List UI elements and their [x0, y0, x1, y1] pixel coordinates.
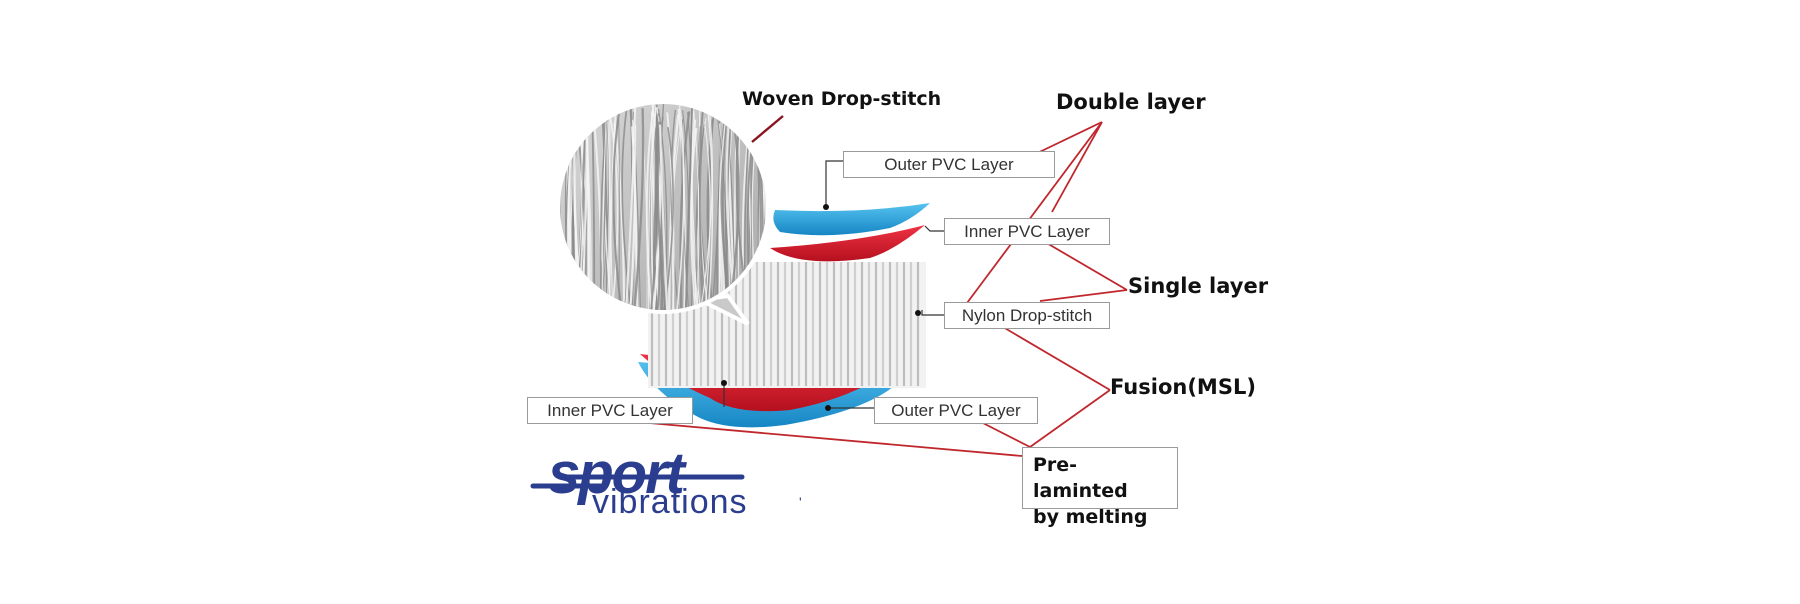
woven-fiber — [624, 104, 637, 310]
label-nylon-drop-stitch: Nylon Drop-stitch — [944, 302, 1110, 329]
callout-fusion: Fusion(MSL) — [1110, 375, 1256, 399]
pre-laminated-line2: by melting — [1033, 506, 1148, 528]
logo-swoosh — [530, 474, 745, 489]
logo-mark: ' — [799, 494, 802, 510]
woven-fiber — [693, 107, 700, 310]
woven-fiber — [684, 107, 693, 310]
woven-fiber — [728, 122, 734, 310]
diagram-title: Woven Drop-stitch — [742, 88, 942, 110]
top-outer-pvc-shape — [773, 203, 930, 236]
callout-single-layer: Single layer — [1128, 274, 1269, 298]
woven-fiber — [646, 127, 659, 310]
woven-fiber — [659, 124, 670, 310]
woven-fiber — [690, 128, 701, 310]
woven-fiber — [674, 105, 685, 310]
woven-fiber — [645, 104, 655, 310]
logo-sport-word: sport — [548, 441, 685, 506]
woven-fiber — [706, 104, 714, 310]
label-inner-pvc-bottom: Inner PVC Layer — [527, 397, 693, 424]
label-outer-pvc-top: Outer PVC Layer — [843, 151, 1055, 178]
woven-fiber — [679, 111, 691, 310]
woven-fiber — [691, 111, 704, 310]
woven-fiber — [605, 121, 610, 310]
woven-fiber — [551, 129, 557, 349]
woven-fiber — [613, 122, 626, 310]
top-inner-pvc-shape — [770, 225, 925, 262]
woven-fiber — [700, 121, 711, 310]
pointer-dots — [721, 204, 921, 411]
woven-fiber — [656, 121, 671, 310]
logo-vibrations-word: vibrations — [592, 483, 748, 521]
woven-fiber — [695, 121, 706, 310]
woven-fiber — [657, 127, 674, 310]
woven-fiber — [609, 104, 614, 310]
label-outer-pvc-bottom: Outer PVC Layer — [874, 397, 1038, 424]
woven-fiber — [696, 126, 708, 310]
woven-fiber — [699, 127, 710, 310]
woven-fiber — [670, 109, 682, 310]
woven-fiber — [627, 124, 637, 310]
woven-fiber — [718, 123, 726, 310]
woven-fiber — [612, 105, 625, 310]
callout-double-layer: Double layer — [1056, 90, 1206, 114]
woven-fiber — [545, 115, 555, 335]
pre-laminated-line1: Pre-laminted — [1033, 454, 1128, 502]
woven-fiber — [698, 104, 713, 310]
woven-fiber — [764, 113, 766, 310]
label-inner-pvc-top: Inner PVC Layer — [944, 218, 1110, 245]
woven-fiber — [586, 117, 590, 310]
woven-fiber — [621, 104, 634, 310]
woven-fiber — [591, 123, 596, 310]
callout-pre-laminated: Pre-laminted by melting — [1022, 447, 1178, 528]
woven-fiber — [631, 108, 645, 310]
